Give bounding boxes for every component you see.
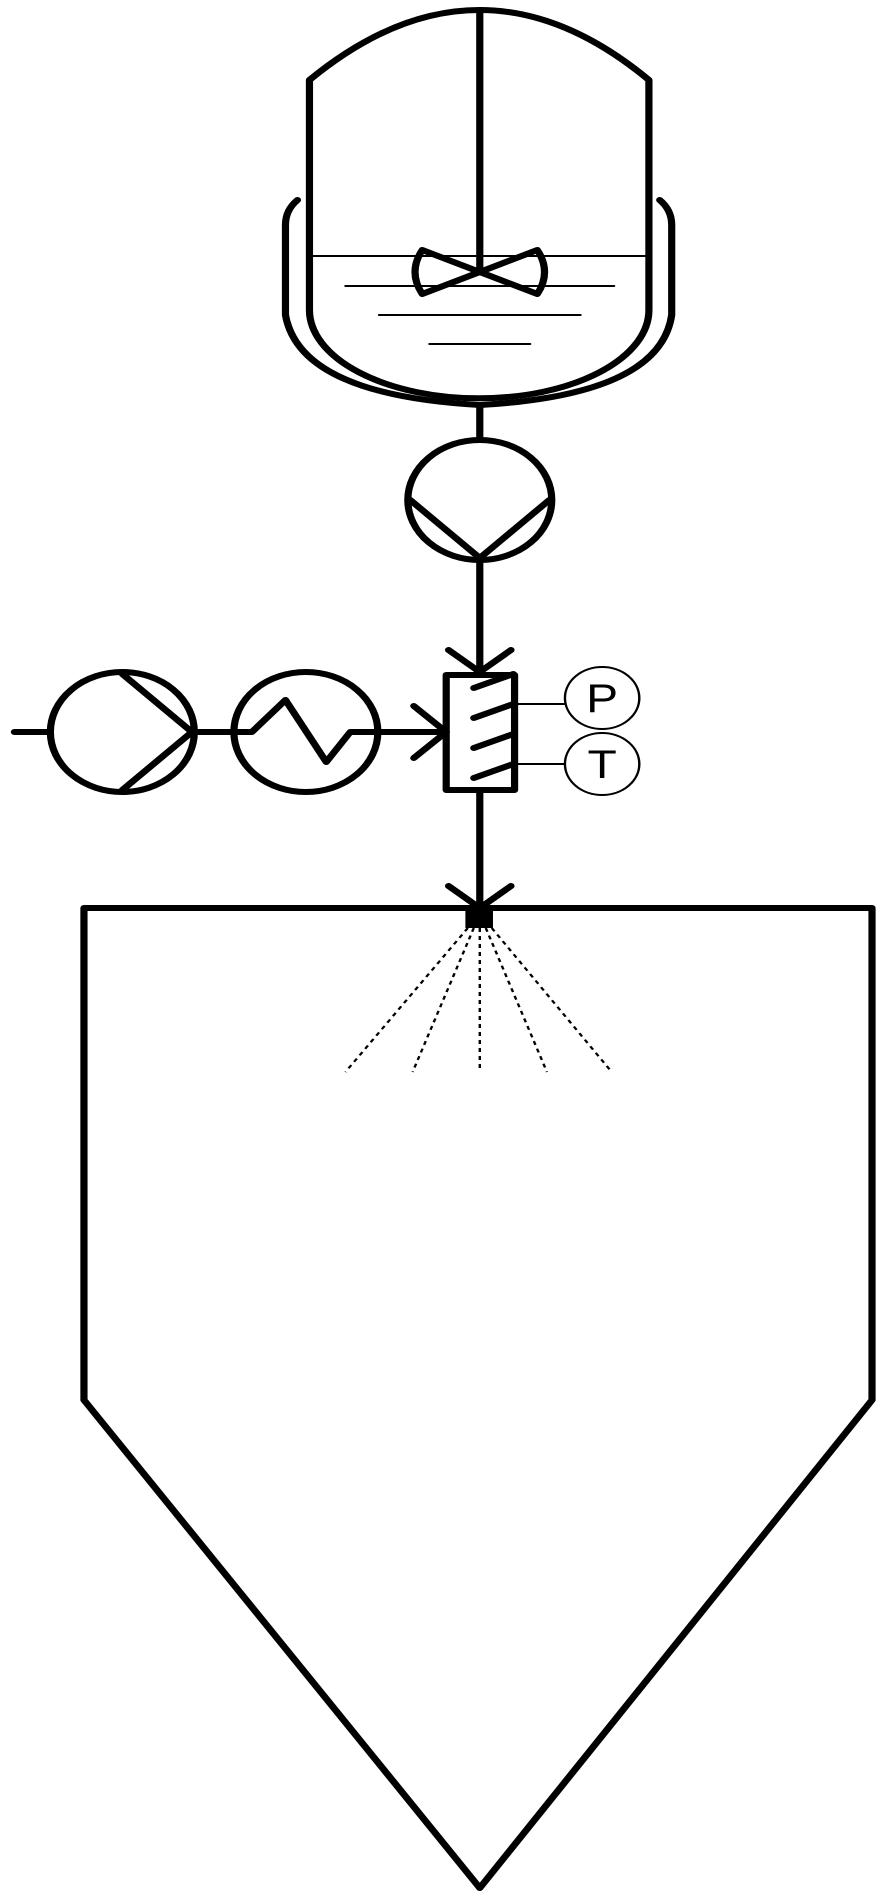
atomizing-nozzle-icon xyxy=(465,908,493,928)
nozzle-vane xyxy=(470,701,517,721)
temperature-label: T xyxy=(587,743,616,787)
spray-chamber-icon xyxy=(80,905,876,1891)
temperature-indicator: T xyxy=(563,732,641,796)
nozzle-vane xyxy=(470,671,517,691)
gas-pump-wedge xyxy=(118,729,196,793)
temperature-indicator-circle xyxy=(563,732,641,796)
heater-coil xyxy=(230,697,382,765)
spray-line xyxy=(484,927,549,1073)
two-fluid-nozzle-block xyxy=(442,671,519,793)
pump-wedge xyxy=(476,497,553,561)
gas-pump-casing xyxy=(46,669,198,795)
gas-pump-wedge xyxy=(118,671,196,735)
jacketed-stirred-vessel-icon xyxy=(281,7,676,408)
spray-cone xyxy=(344,927,613,1073)
spray-line xyxy=(344,927,469,1073)
nozzle-vane xyxy=(470,761,517,781)
pump-casing xyxy=(404,437,556,563)
nozzle-vane xyxy=(470,731,517,751)
feed-pump-icon xyxy=(404,437,556,563)
impeller-icon xyxy=(411,247,549,297)
spray-line xyxy=(490,927,613,1073)
pressure-indicator: P xyxy=(563,666,641,730)
pump-wedge xyxy=(406,497,484,561)
spray-line xyxy=(411,927,475,1073)
pressure-indicator-circle xyxy=(563,666,641,730)
gas-pump-icon xyxy=(46,669,198,795)
heat-exchanger-icon xyxy=(230,669,382,795)
pressure-label: P xyxy=(586,677,618,721)
